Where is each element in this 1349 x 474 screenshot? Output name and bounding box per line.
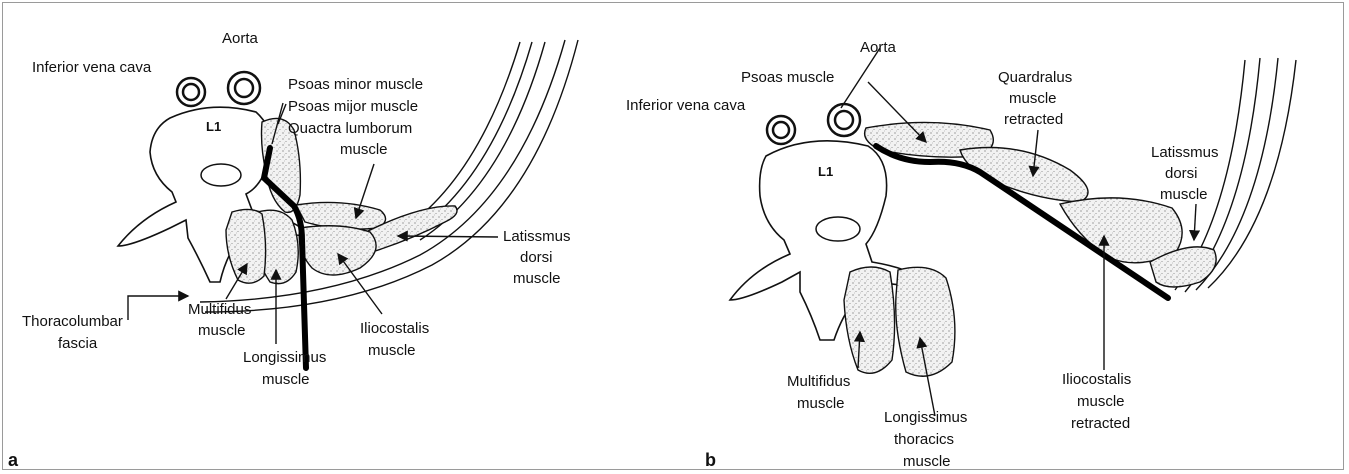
label-latissimus-3: muscle bbox=[513, 270, 561, 287]
label-inferior-vena-cava-b: Inferior vena cava bbox=[626, 97, 746, 114]
vertebral-canal-b bbox=[816, 217, 860, 241]
aorta-vessel bbox=[228, 72, 260, 104]
longissimus-muscle-b bbox=[896, 267, 955, 376]
label-quadratus-1: Quactra lumborum bbox=[288, 120, 412, 137]
leader-latissimus-b bbox=[1194, 204, 1196, 240]
label-longissimus-2: muscle bbox=[262, 371, 310, 388]
label-iliocostalis-b-1: Iliocostalis bbox=[1062, 371, 1131, 388]
label-iliocostalis-b-2: muscle bbox=[1077, 393, 1125, 410]
label-psoas-b: Psoas muscle bbox=[741, 69, 834, 86]
vertebra-label: L1 bbox=[206, 119, 221, 134]
label-latissimus-b-2: dorsi bbox=[1165, 165, 1198, 182]
panel-b: L1 Inferior vena cava Aorta Psoas muscle… bbox=[626, 39, 1296, 470]
label-aorta-b: Aorta bbox=[860, 39, 897, 56]
rib-line-1 bbox=[405, 42, 520, 228]
label-quadratus-b-2: muscle bbox=[1009, 90, 1057, 107]
aorta-vessel-b bbox=[828, 104, 860, 136]
label-multifidus-b-1: Multifidus bbox=[787, 373, 850, 390]
panel-letter-b: b bbox=[705, 450, 716, 470]
label-quadratus-b-1: Quardralus bbox=[998, 69, 1072, 86]
iliocostalis-muscle-b bbox=[1060, 198, 1182, 263]
label-latissimus-b-3: muscle bbox=[1160, 186, 1208, 203]
leader-latissimus bbox=[398, 236, 498, 237]
label-iliocostalis-b-3: retracted bbox=[1071, 415, 1130, 432]
label-thoracolumbar-1: Thoracolumbar bbox=[22, 313, 123, 330]
label-longissimus-1: Longissimus bbox=[243, 349, 326, 366]
multifidus-muscle-b bbox=[844, 267, 895, 373]
leader-thoracolumbar bbox=[128, 296, 188, 320]
iliocostalis-muscle bbox=[299, 226, 376, 275]
multifidus-muscle bbox=[226, 209, 266, 283]
label-psoas-minor: Psoas minor muscle bbox=[288, 76, 423, 93]
vertebral-canal bbox=[201, 164, 241, 186]
label-longissimus-b-2: thoracics bbox=[894, 431, 954, 448]
leader-aorta-b bbox=[841, 48, 880, 108]
label-quadratus-b-3: retracted bbox=[1004, 111, 1063, 128]
label-multifidus-2: muscle bbox=[198, 322, 246, 339]
label-iliocostalis-1: Iliocostalis bbox=[360, 320, 429, 337]
label-longissimus-b-1: Longissimus bbox=[884, 409, 967, 426]
panel-a: L1 Inferior vena cava Aorta Psoas minor … bbox=[8, 30, 578, 470]
ivc-vessel bbox=[177, 78, 205, 106]
label-thoracolumbar-2: fascia bbox=[58, 335, 98, 352]
label-psoas-major: Psoas mijor muscle bbox=[288, 98, 418, 115]
label-latissimus-2: dorsi bbox=[520, 249, 553, 266]
label-longissimus-b-3: muscle bbox=[903, 453, 951, 470]
label-inferior-vena-cava: Inferior vena cava bbox=[32, 59, 152, 76]
label-multifidus-1: Multifidus bbox=[188, 301, 251, 318]
label-latissimus-b-1: Latissmus bbox=[1151, 144, 1219, 161]
vertebra-label-b: L1 bbox=[818, 164, 833, 179]
label-multifidus-b-2: muscle bbox=[797, 395, 845, 412]
label-quadratus-2: muscle bbox=[340, 141, 388, 158]
label-aorta: Aorta bbox=[222, 30, 259, 47]
quadratus-lumborum-muscle bbox=[296, 202, 386, 229]
ivc-vessel-b bbox=[767, 116, 795, 144]
panel-letter-a: a bbox=[8, 450, 19, 470]
label-iliocostalis-2: muscle bbox=[368, 342, 416, 359]
body-wall-b-4 bbox=[1208, 60, 1296, 288]
label-latissimus-1: Latissmus bbox=[503, 228, 571, 245]
rib-line-2 bbox=[412, 42, 532, 234]
